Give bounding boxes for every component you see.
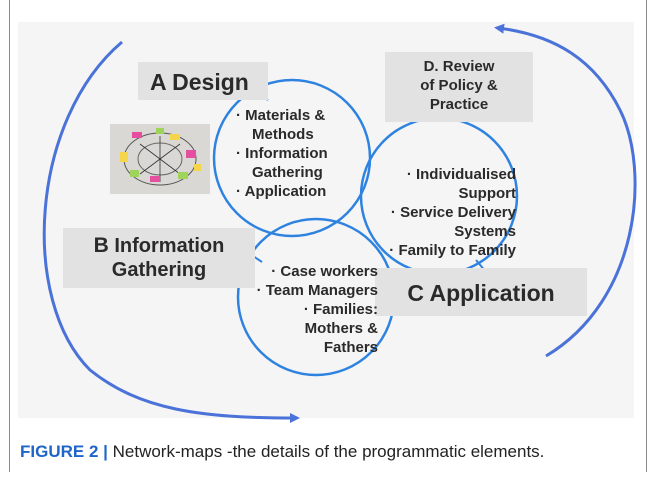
- list-item: Methods: [252, 126, 314, 143]
- list-item: Fathers: [323, 339, 378, 356]
- box-b-gathering: B Information Gathering: [63, 228, 255, 288]
- list-item: Gathering: [252, 164, 323, 181]
- list-gathering: · Case workers · Team Managers · Familie…: [226, 262, 378, 357]
- box-b-line1: B Information: [93, 234, 225, 257]
- figure-frame: [9, 0, 647, 472]
- figure-label: FIGURE 2 |: [20, 442, 108, 461]
- box-b-line2: Gathering: [111, 259, 207, 281]
- list-design: · Materials & Methods · Information Gath…: [236, 106, 386, 201]
- list-item: · Information: [236, 145, 328, 162]
- list-item: · Application: [236, 183, 327, 200]
- box-c-application: C Application: [375, 268, 587, 316]
- box-d-line2: of Policy &: [420, 77, 498, 94]
- list-item: · Materials &: [236, 107, 326, 124]
- figure-caption-text: Network-maps -the details of the program…: [112, 442, 545, 461]
- list-item: Mothers &: [304, 320, 378, 337]
- box-d-review: D. Review of Policy & Practice: [385, 52, 533, 122]
- list-item: Systems: [454, 223, 516, 240]
- figure-caption: FIGURE 2 | Network-maps -the details of …: [20, 442, 544, 462]
- list-item: · Family to Family: [389, 242, 516, 259]
- list-item: Support: [458, 185, 517, 202]
- list-item: · Team Managers: [256, 282, 378, 299]
- box-d-line3: Practice: [429, 96, 489, 113]
- list-item: · Service Delivery: [390, 204, 516, 221]
- photo-thumbnail: [110, 124, 210, 194]
- list-application: · Individualised Support · Service Deliv…: [374, 165, 516, 260]
- right-cycle-arrow: [494, 23, 637, 358]
- left-cycle-arrow: [42, 40, 300, 423]
- list-item: · Families:: [303, 301, 378, 318]
- list-item: · Individualised: [406, 166, 516, 183]
- box-a-design: A Design: [138, 62, 268, 100]
- list-item: · Case workers: [271, 263, 378, 280]
- box-d-line1: D. Review: [423, 58, 495, 75]
